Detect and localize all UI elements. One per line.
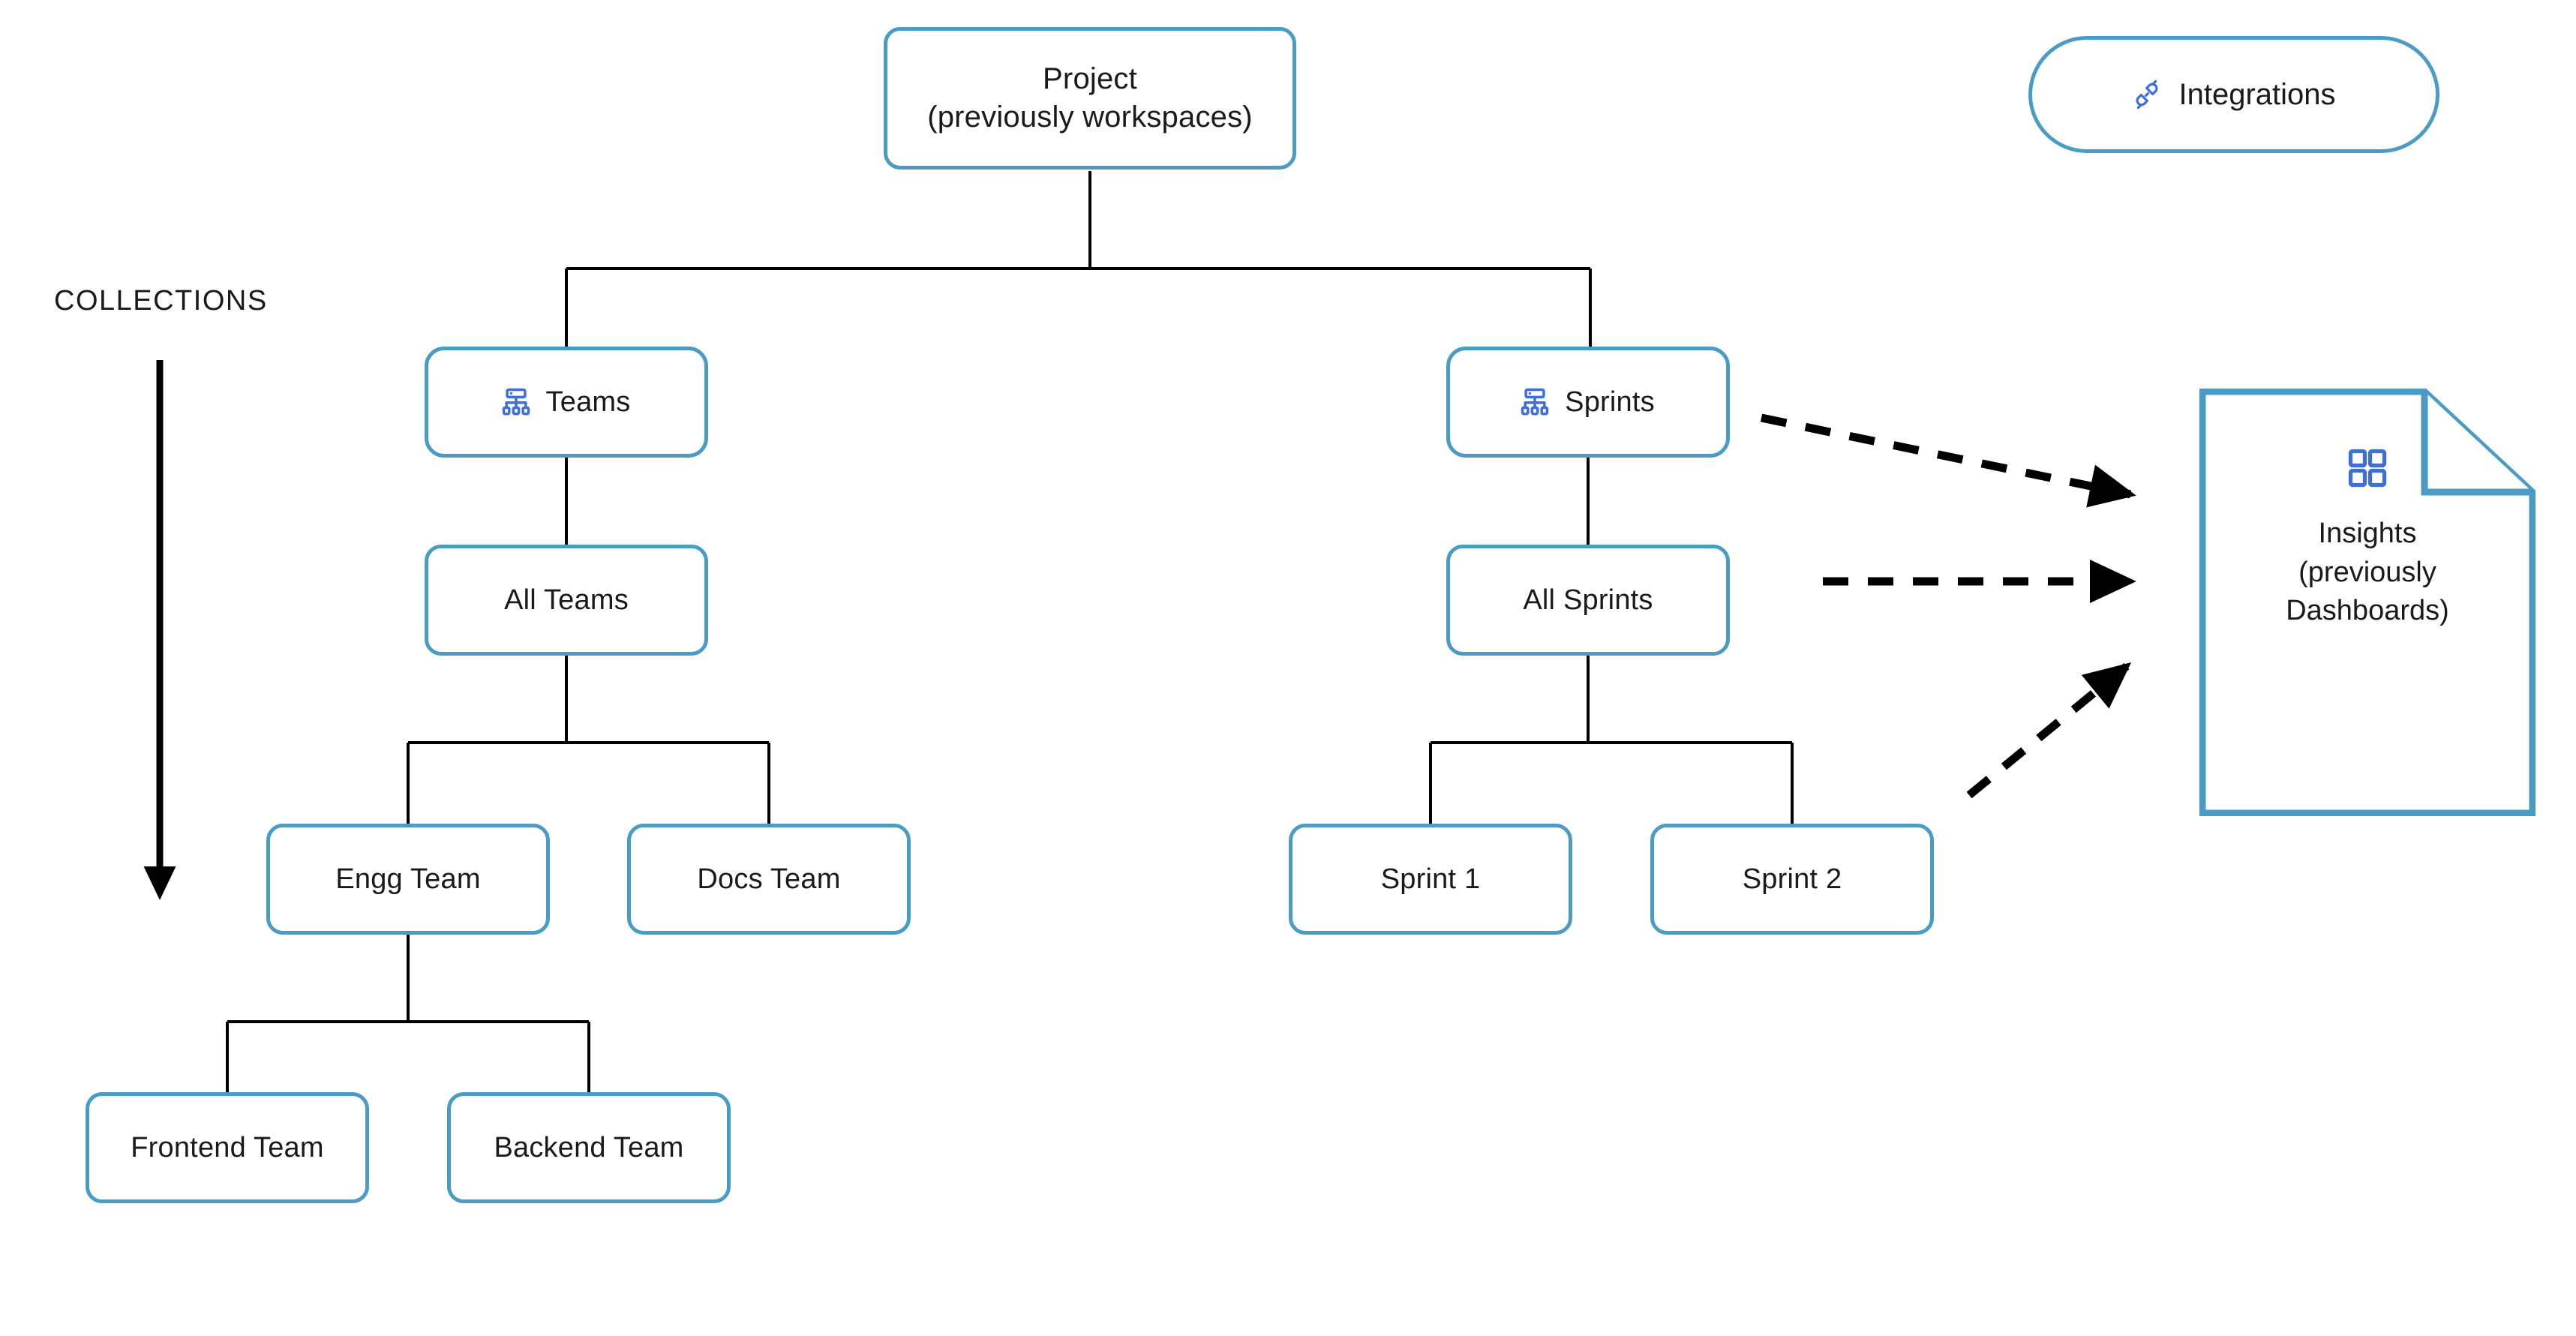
node-insights-label: Insights (previously Dashboards) [2286, 518, 2449, 627]
node-sprints-label: Sprints [1565, 386, 1655, 418]
node-sprints[interactable]: Sprints [1446, 347, 1730, 458]
node-backend-team[interactable]: Backend Team [447, 1092, 731, 1203]
node-teams-label: Teams [545, 386, 631, 418]
collections-label: COLLECTIONS [54, 285, 268, 317]
node-sprint-1[interactable]: Sprint 1 [1289, 824, 1572, 935]
node-project[interactable]: Project (previously workspaces) [884, 27, 1296, 170]
node-engg-team[interactable]: Engg Team [266, 824, 550, 935]
node-frontend-team[interactable]: Frontend Team [86, 1092, 369, 1203]
plug-connector-icon [2132, 80, 2162, 110]
node-all-sprints[interactable]: All Sprints [1446, 545, 1730, 656]
node-sprint-2[interactable]: Sprint 2 [1650, 824, 1934, 935]
node-teams[interactable]: Teams [425, 347, 708, 458]
integrations-chip[interactable]: Integrations [2028, 36, 2439, 153]
node-all-sprints-label: All Sprints [1523, 584, 1653, 616]
node-sprint-2-label: Sprint 2 [1742, 863, 1842, 895]
hierarchy-icon [500, 386, 533, 419]
node-frontend-team-label: Frontend Team [131, 1131, 324, 1163]
node-all-teams-label: All Teams [504, 584, 629, 616]
dashed-arrow-sprints-to-insights [1760, 413, 2136, 508]
node-project-label: Project (previously workspaces) [927, 62, 1253, 134]
grid-dashboard-icon [2345, 446, 2390, 491]
node-engg-team-label: Engg Team [335, 863, 481, 895]
document-shape-icon [2199, 389, 2535, 816]
node-docs-team[interactable]: Docs Team [627, 824, 911, 935]
node-sprint-1-label: Sprint 1 [1380, 863, 1481, 895]
node-docs-team-label: Docs Team [697, 863, 841, 895]
node-all-teams[interactable]: All Teams [425, 545, 708, 656]
node-insights[interactable]: Insights (previously Dashboards) [2199, 389, 2535, 816]
dashed-arrow-sprint2-to-insights [1966, 662, 2132, 799]
node-backend-team-label: Backend Team [494, 1131, 684, 1163]
hierarchy-icon [1518, 386, 1551, 419]
integrations-label: Integrations [2178, 77, 2336, 111]
